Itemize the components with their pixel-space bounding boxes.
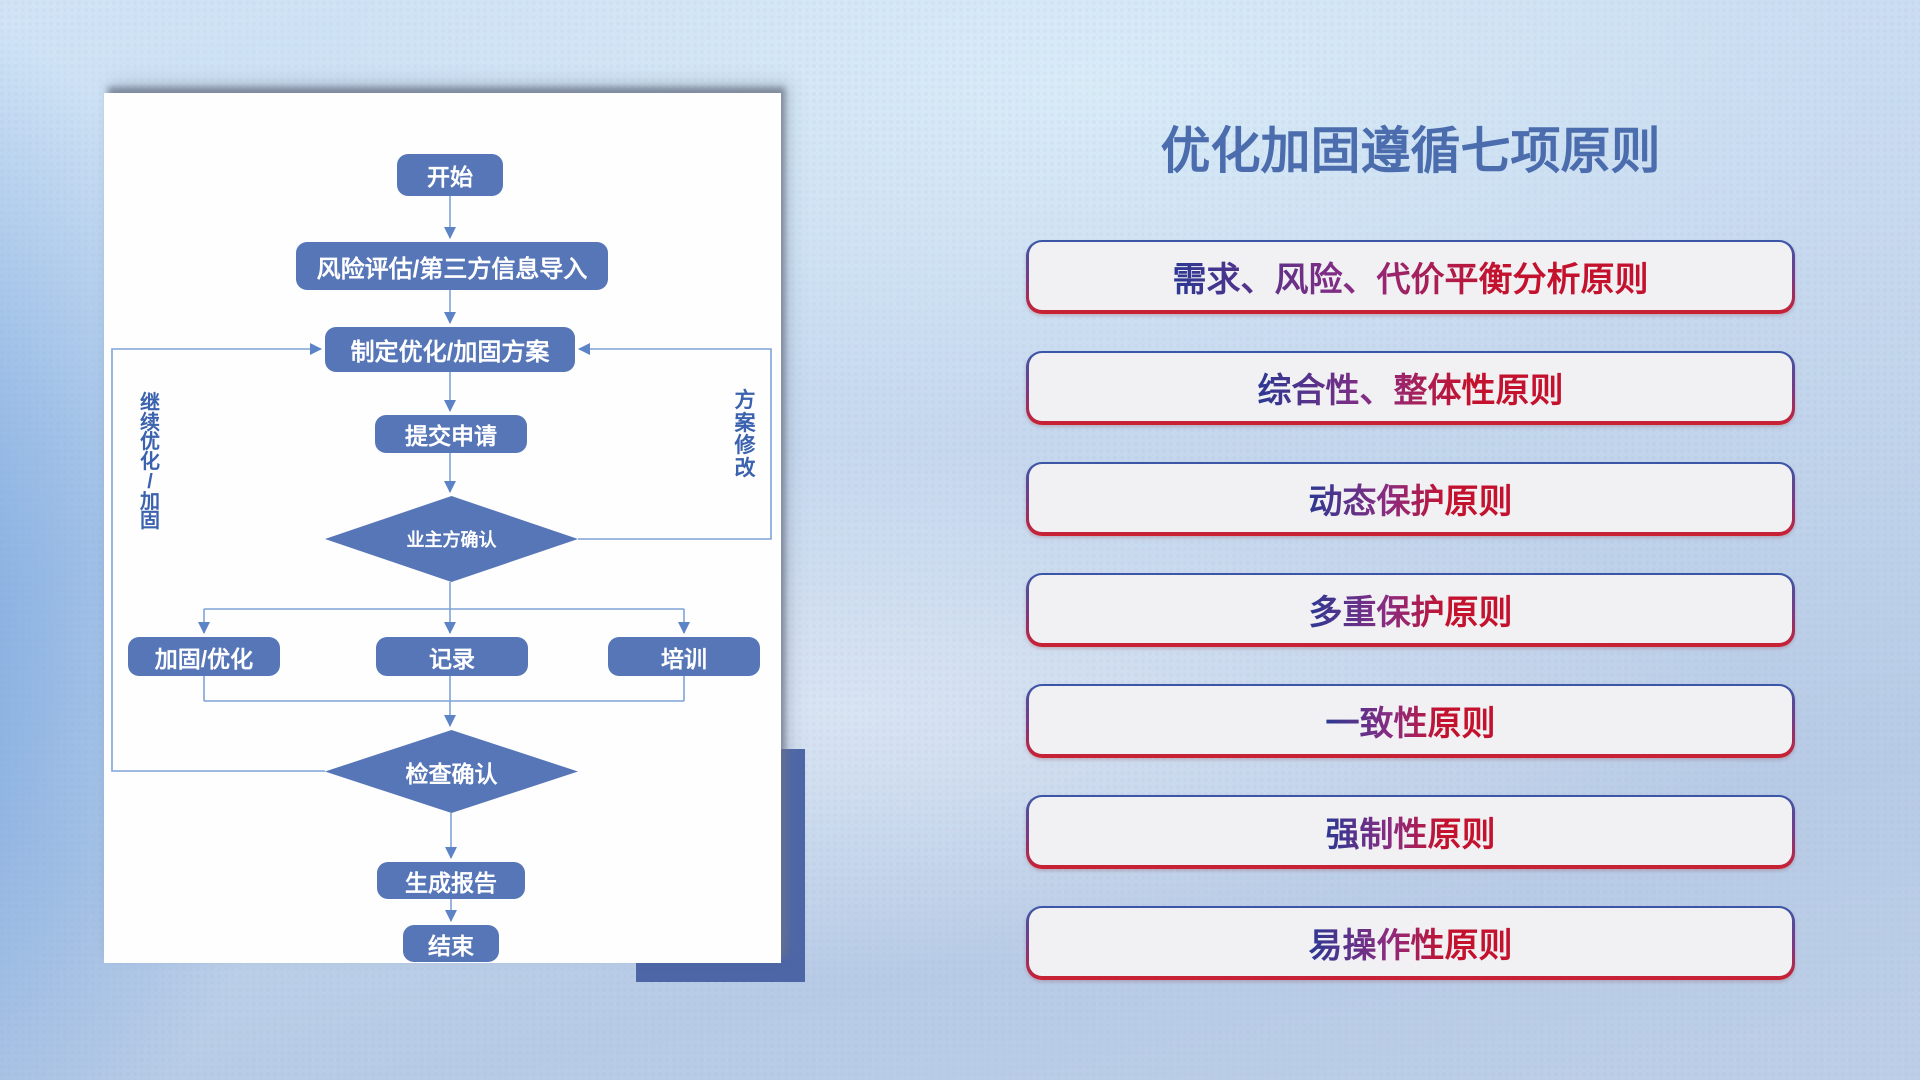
principle-text: 一致性原则 [1326,696,1496,745]
loop-label-modify: 方案修改 [734,389,756,480]
principle-box: 动态保护原则 [1029,464,1792,532]
principle-item: 强制性原则 [1026,795,1795,869]
principle-box: 强制性原则 [1029,797,1792,865]
principle-box: 多重保护原则 [1029,575,1792,643]
flow-node-record: 记录 [376,637,528,676]
flow-node-report: 生成报告 [377,862,525,899]
flow-node-reinforce-optimize: 加固/优化 [128,637,280,676]
principle-text: 需求、风险、代价平衡分析原则 [1173,252,1649,301]
principle-item: 综合性、整体性原则 [1026,351,1795,425]
loop-label-continue: 继续优化/加固 [140,392,160,533]
principle-box: 综合性、整体性原则 [1029,353,1792,421]
principle-text: 综合性、整体性原则 [1258,363,1564,412]
principle-text: 易操作性原则 [1309,918,1513,967]
page-title: 优化加固遵循七项原则 [1160,123,1661,179]
principle-text: 动态保护原则 [1309,474,1513,523]
principle-item: 多重保护原则 [1026,573,1795,647]
flowchart-connectors [111,196,772,922]
principle-item: 动态保护原则 [1026,462,1795,536]
flow-node-make-plan: 制定优化/加固方案 [325,327,575,372]
principle-box: 一致性原则 [1029,686,1792,754]
flow-node-training: 培训 [608,637,760,676]
flow-node-submit: 提交申请 [375,415,527,453]
principle-box: 易操作性原则 [1029,908,1792,976]
principle-box: 需求、风险、代价平衡分析原则 [1029,242,1792,310]
principle-item: 易操作性原则 [1026,906,1795,980]
principle-item: 一致性原则 [1026,684,1795,758]
principle-text: 强制性原则 [1326,807,1496,856]
flow-node-start: 开始 [397,154,503,196]
flow-node-risk-import: 风险评估/第三方信息导入 [296,242,608,290]
principle-text: 多重保护原则 [1309,585,1513,634]
flow-node-end: 结束 [403,925,499,962]
principle-item: 需求、风险、代价平衡分析原则 [1026,240,1795,314]
flowchart-card: 开始 风险评估/第三方信息导入 制定优化/加固方案 提交申请 业主方确认 加固/… [104,93,781,963]
